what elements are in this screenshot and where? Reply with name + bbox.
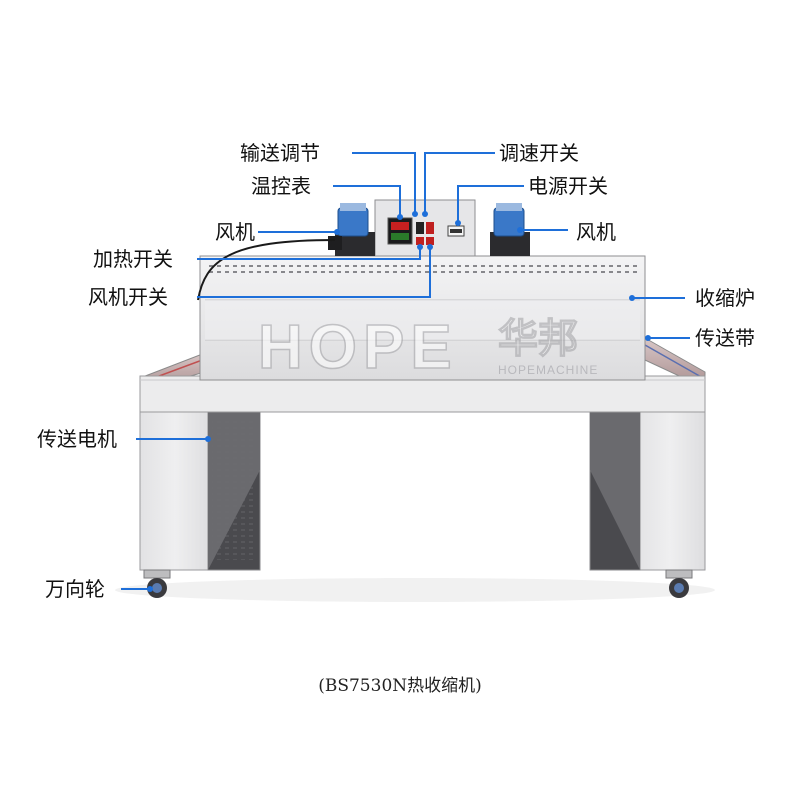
caster-left [143, 569, 171, 598]
label-power-switch: 电源开关 [528, 174, 608, 198]
watermark-brand: HOPE [258, 313, 458, 382]
label-fan-right: 风机 [576, 220, 616, 244]
fan-motor-right [490, 203, 530, 256]
label-speed-switch: 调速开关 [499, 141, 579, 165]
leader-heating-switch [197, 248, 421, 260]
label-temp-controller: 温控表 [251, 174, 311, 198]
leader-endpoints [147, 211, 651, 592]
figure-caption: (BS7530N热收缩机) [318, 676, 482, 696]
caster-right [665, 569, 693, 598]
power-cable [197, 239, 336, 301]
leader-temp-controller [333, 185, 401, 216]
leader-power-switch [457, 185, 524, 222]
shrink-tunnel [199, 255, 646, 381]
watermark-sub: HOPEMACHINE [498, 363, 598, 377]
leader-speed-switch [424, 152, 495, 213]
label-conveyor-adjust: 输送调节 [240, 141, 320, 165]
watermark-brand-cn: 华邦 [498, 316, 578, 362]
floor-shadow [115, 578, 715, 602]
label-fan-switch: 风机开关 [88, 285, 168, 309]
leader-conveyor-adjust [352, 152, 416, 213]
label-heating-switch: 加热开关 [93, 247, 173, 271]
leader-fan-switch [197, 248, 431, 298]
label-conveyor-belt: 传送带 [695, 326, 755, 350]
leader-lines [121, 152, 690, 590]
label-fan-left: 风机 [215, 220, 255, 244]
brand-watermark: HOPE 华邦 HOPEMACHINE [257, 312, 598, 383]
fan-motor-left [328, 203, 375, 256]
label-casters: 万向轮 [45, 577, 105, 601]
label-conveyor-motor: 传送电机 [37, 427, 117, 451]
label-shrink-tunnel: 收缩炉 [695, 286, 755, 310]
machine-stand [139, 375, 706, 571]
